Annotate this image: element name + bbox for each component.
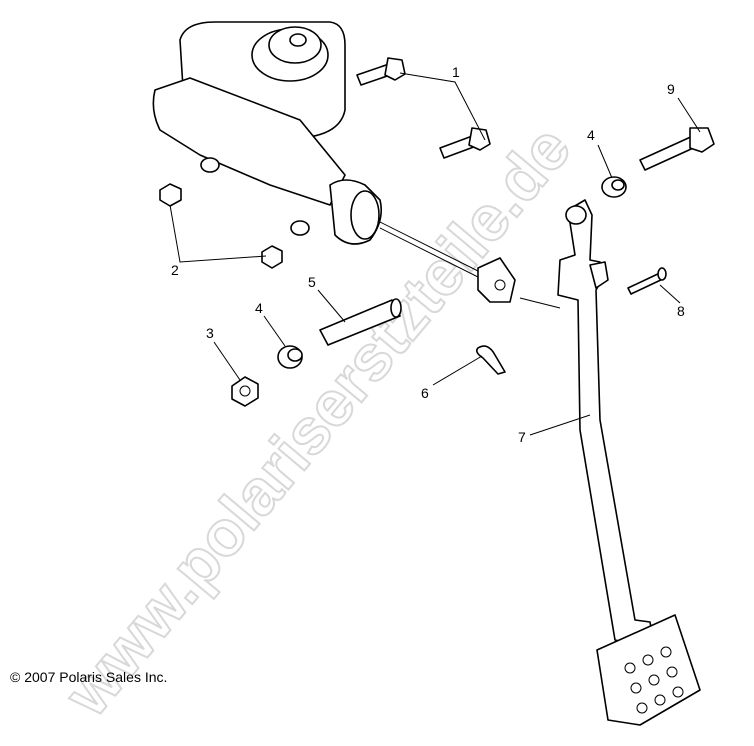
copyright-text: © 2007 Polaris Sales Inc. [10,669,168,685]
nut-3 [231,376,259,407]
callout-1: 1 [452,64,460,80]
callout-4-right: 4 [587,127,595,143]
callout-3: 3 [206,325,214,341]
callout-6: 6 [421,385,429,401]
watermark: www.polariserstzteile.de [49,111,585,730]
brake-pedal-7 [557,199,701,726]
bolt-1-lower [439,127,491,159]
svg-text:www.polariserstzteile.de: www.polariserstzteile.de [50,112,584,729]
callout-5: 5 [308,274,316,290]
master-cylinder [152,21,516,303]
clevis-pin-8 [627,267,667,295]
callout-8: 8 [677,303,685,319]
pedal-pad-studs [624,646,684,714]
bolt-1-upper [356,57,406,86]
callout-2: 2 [171,262,179,278]
callout-4-left: 4 [255,300,263,316]
bushing-4-right [601,176,627,198]
callout-9: 9 [667,81,675,97]
callout-7: 7 [518,429,526,445]
bolt-9 [639,127,715,171]
leader-lines [169,72,701,436]
bushing-4-left [277,345,303,369]
nut-2-upper [159,183,182,207]
cotter-pin-6 [476,345,506,375]
nut-2-lower [261,245,283,269]
spacer-tube-5 [319,298,402,346]
